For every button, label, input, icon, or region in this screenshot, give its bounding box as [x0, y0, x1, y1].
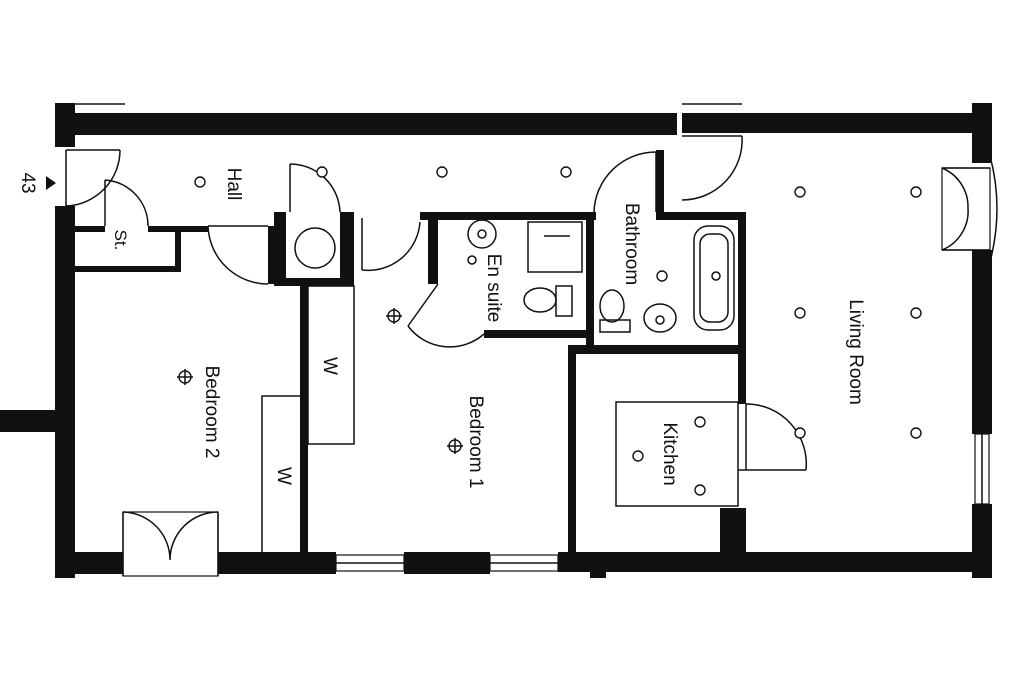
light-icon	[794, 307, 806, 319]
light-icon	[560, 166, 572, 178]
pendant-light-icon	[386, 308, 402, 324]
light-icon	[694, 484, 706, 496]
ceiling-lights	[194, 166, 922, 496]
light-icon	[316, 166, 328, 178]
pendant-lights	[177, 308, 463, 454]
light-icon	[910, 307, 922, 319]
pendant-light-icon	[447, 438, 463, 454]
room-label-ensuite: En suite	[483, 254, 504, 323]
room-label-bathroom: Bathroom	[621, 203, 642, 285]
windows	[75, 103, 990, 572]
thin-partitions	[261, 219, 739, 555]
entrance-marker: 43	[17, 172, 56, 194]
light-icon	[910, 186, 922, 198]
light-icon	[694, 416, 706, 428]
doors	[65, 135, 998, 577]
light-icon	[910, 427, 922, 439]
room-label-store: St.	[111, 230, 130, 251]
light-icon	[632, 450, 644, 462]
room-label-hall: Hall	[223, 168, 244, 201]
pendant-light-icon	[177, 369, 193, 385]
light-icon	[794, 427, 806, 439]
room-label-bedroom-2: Bedroom 2	[201, 366, 222, 459]
wardrobe-label: W	[273, 467, 294, 485]
room-label-bedroom-1: Bedroom 1	[465, 396, 486, 489]
light-icon	[436, 166, 448, 178]
light-icon	[656, 270, 668, 282]
unit-number: 43	[17, 172, 38, 193]
room-label-kitchen: Kitchen	[659, 422, 680, 485]
light-icon	[794, 186, 806, 198]
entrance-arrow-icon	[46, 176, 56, 190]
room-labels: Hall St. Bedroom 2 Bedroom 1 En suite Ba…	[111, 168, 866, 489]
exterior-walls	[0, 103, 992, 578]
interior-walls	[75, 150, 746, 555]
room-label-living-room: Living Room	[845, 299, 866, 405]
light-icon	[194, 176, 206, 188]
wardrobe-label: W	[319, 357, 340, 375]
